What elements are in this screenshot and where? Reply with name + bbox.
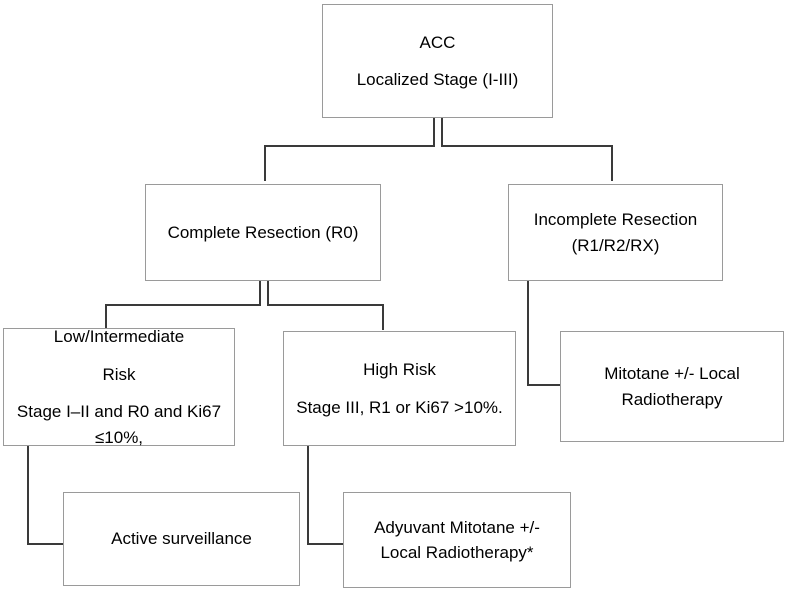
node-mitotane-local-radiotherapy-line-2: Radiotherapy	[621, 389, 723, 409]
connector-acc-stub-left	[433, 117, 435, 147]
node-high-risk[interactable]: High Risk Stage III, R1 or Ki67 >10%.	[283, 331, 516, 446]
connector-lir-drop	[27, 446, 29, 545]
node-high-risk-line-2: Stage III, R1 or Ki67 >10%.	[296, 397, 503, 417]
node-complete-resection-line-1: Complete Resection (R0)	[167, 222, 359, 242]
connector-hr-drop	[307, 446, 309, 545]
connector-ir-drop	[527, 280, 529, 386]
connector-acc-bar-left	[264, 145, 435, 147]
node-acc-root-line-1: ACC	[419, 32, 456, 52]
connector-lir-to-active	[27, 543, 63, 545]
connector-cr-stub-right	[267, 280, 269, 306]
connector-cr-drop-right	[382, 304, 384, 330]
node-mitotane-local-radiotherapy[interactable]: Mitotane +/- Local Radiotherapy	[560, 331, 784, 442]
connector-ir-to-mitotane	[527, 384, 561, 386]
connector-cr-bar-left	[105, 304, 261, 306]
node-active-surveillance-line-1: Active surveillance	[111, 529, 252, 549]
connector-acc-drop-right	[611, 145, 613, 181]
connector-acc-stub-right	[441, 117, 443, 147]
connector-acc-bar-right	[441, 145, 613, 147]
node-low-intermediate-risk-line-3: Stage I–II and R0 and Ki67	[16, 402, 222, 421]
connector-cr-stub-left	[259, 280, 261, 306]
node-complete-resection[interactable]: Complete Resection (R0)	[145, 184, 381, 281]
connector-hr-to-adyuvant	[307, 543, 343, 545]
node-low-intermediate-risk[interactable]: Low/Intermediate Risk Stage I–II and R0 …	[3, 327, 235, 447]
node-mitotane-local-radiotherapy-line-1: Mitotane +/- Local	[604, 364, 740, 383]
node-acc-root-line-2: Localized Stage (I-III)	[356, 70, 519, 89]
node-high-risk-line-1: High Risk	[363, 360, 436, 379]
node-incomplete-resection-line-1: Incomplete Resection	[533, 210, 698, 229]
connector-cr-drop-left	[105, 304, 107, 330]
node-active-surveillance[interactable]: Active surveillance	[63, 492, 300, 586]
node-low-intermediate-risk-line-4: ≤10%,	[94, 427, 144, 447]
node-incomplete-resection[interactable]: Incomplete Resection (R1/R2/RX)	[508, 184, 723, 281]
node-low-intermediate-risk-line-1: Low/Intermediate	[53, 327, 185, 346]
node-incomplete-resection-line-2: (R1/R2/RX)	[571, 235, 660, 255]
node-adyuvant-mitotane-line-1: Adyuvant Mitotane +/-	[374, 517, 540, 537]
connector-cr-bar-right	[267, 304, 384, 306]
node-acc-root[interactable]: ACC Localized Stage (I-III)	[322, 4, 553, 118]
connector-acc-drop-left	[264, 145, 266, 181]
node-low-intermediate-risk-line-2: Risk	[102, 364, 136, 384]
node-adyuvant-mitotane-line-2: Local Radiotherapy*	[380, 543, 534, 562]
node-adyuvant-mitotane[interactable]: Adyuvant Mitotane +/- Local Radiotherapy…	[343, 492, 571, 588]
